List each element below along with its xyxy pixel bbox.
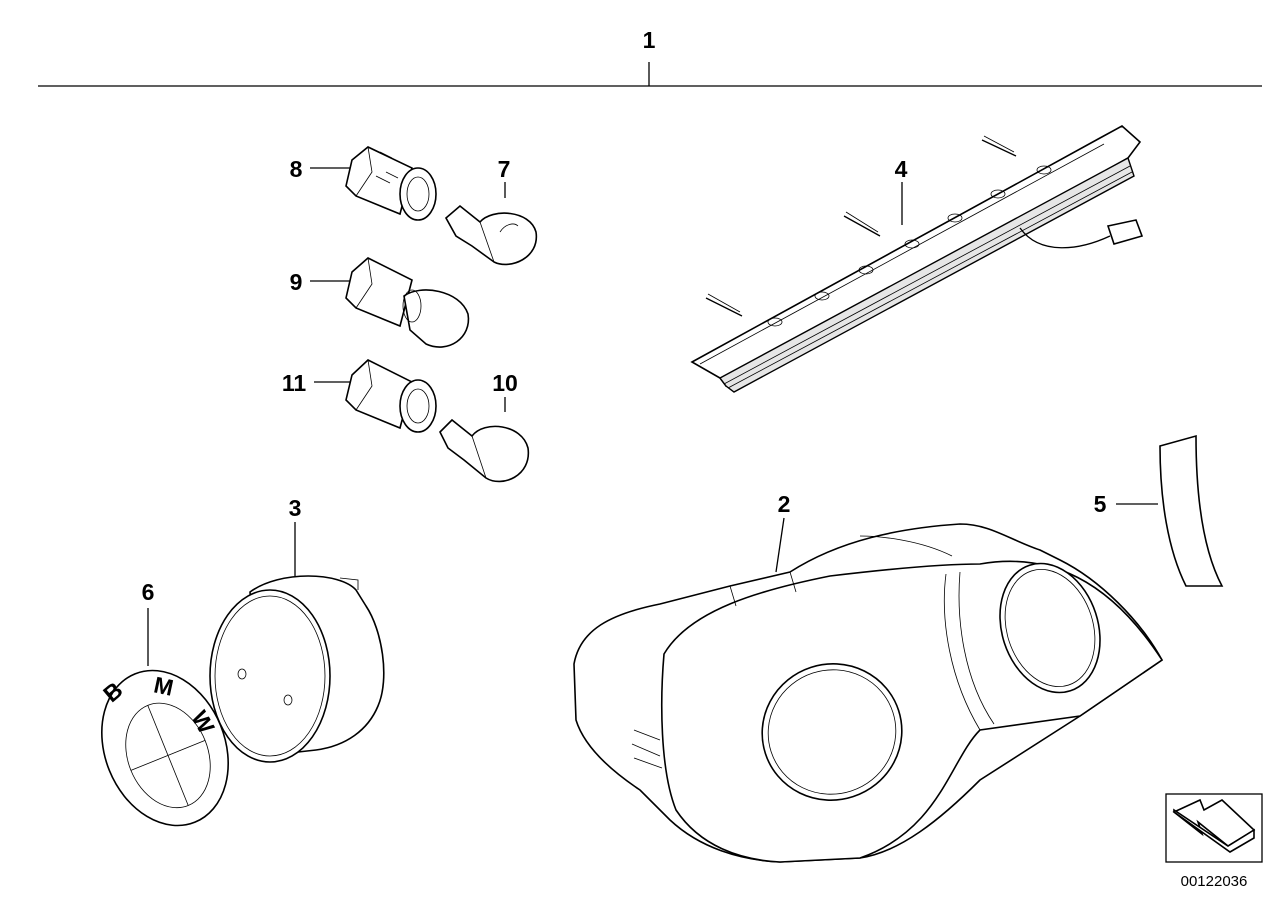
callout-8[interactable]: 8 [290,156,303,182]
direction-arrow-icon [1165,793,1263,863]
socket-8[interactable]: 8 [290,146,437,221]
callout-2[interactable]: 2 [778,491,791,517]
callout-5[interactable]: 5 [1094,491,1107,517]
callout-1[interactable]: 1 [643,27,656,53]
callout-11[interactable]: 11 [282,370,307,396]
brake-light-strip-4[interactable]: 4 [690,125,1144,393]
callout-7[interactable]: 7 [498,156,511,182]
callout-3[interactable]: 3 [289,495,302,521]
callout-10[interactable]: 10 [492,370,518,396]
socket-11[interactable]: 11 [282,359,437,433]
bulb-10[interactable]: 10 [439,370,529,483]
reflector-strip-5[interactable]: 5 [1094,434,1224,587]
group-bracket: 1 [38,27,1262,87]
emblem-6[interactable]: 6 B M W [79,579,250,845]
diagram-number: 00122036 [1181,873,1248,890]
bulb-7[interactable]: 7 [444,156,537,266]
callout-4[interactable]: 4 [895,156,908,182]
lamp-housing-3[interactable]: 3 [209,495,385,763]
tail-light-2[interactable]: 2 [573,491,1164,863]
callout-6[interactable]: 6 [142,579,155,605]
callout-9[interactable]: 9 [290,269,303,295]
socket-with-bulb-9[interactable]: 9 [290,257,470,348]
